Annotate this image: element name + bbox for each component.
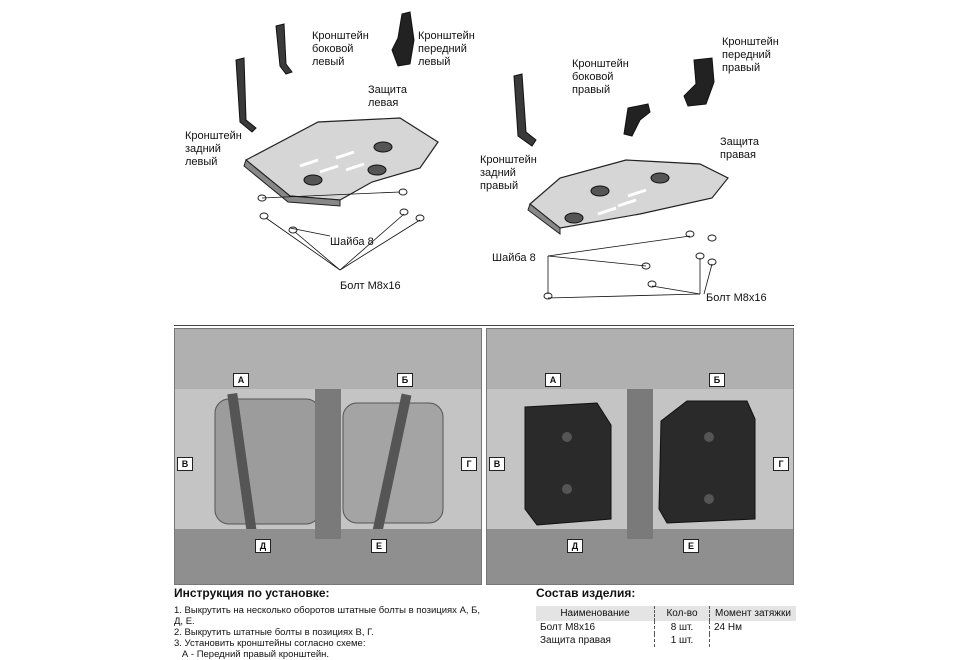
cell-qty: 1 шт. xyxy=(654,634,710,647)
parts-title: Состав изделия: xyxy=(536,586,636,600)
cell-name: Защита правая xyxy=(536,634,655,647)
cell-torque xyxy=(710,634,797,647)
leader-lines-left xyxy=(261,191,421,271)
marker-d-right: Д xyxy=(567,539,583,553)
bracket-front-left-drawing xyxy=(391,11,415,67)
marker-v-right: В xyxy=(489,457,505,471)
parts-table: Наименование Кол-во Момент затяжки Болт … xyxy=(536,606,796,647)
guard-left-drawing xyxy=(243,117,439,207)
bracket-front-right-drawing xyxy=(683,57,715,107)
marker-a-right: А xyxy=(545,373,561,387)
label-bracket-rear-right: Кронштейн задний правый xyxy=(480,154,537,192)
bracket-side-left-drawing xyxy=(275,23,293,75)
instruction-line: 3. Установить кронштейны согласно схеме: xyxy=(174,638,366,649)
bracket-side-right-drawing xyxy=(623,103,651,137)
label-bracket-rear-left: Кронштейн задний левый xyxy=(185,130,242,168)
table-row: Болт М8х16 8 шт. 24 Нм xyxy=(536,621,796,634)
fasteners-right-drawing xyxy=(543,230,717,300)
header-name: Наименование xyxy=(536,606,655,621)
label-washer-right: Шайба 8 xyxy=(492,252,536,264)
cell-name: Болт М8х16 xyxy=(536,621,655,634)
label-guard-right: Защита правая xyxy=(720,136,759,161)
cell-qty: 8 шт. xyxy=(654,621,710,634)
label-guard-left: Защита левая xyxy=(368,84,407,109)
bracket-rear-right-drawing xyxy=(513,73,537,147)
label-bracket-side-left: Кронштейн боковой левый xyxy=(312,30,369,68)
label-bracket-front-right: Кронштейн передний правый xyxy=(722,36,779,74)
instruction-line: А - Передний правый кронштейн. xyxy=(174,649,330,660)
table-row: Защита правая 1 шт. xyxy=(536,634,796,647)
underbody-after-drawing xyxy=(487,329,793,584)
exploded-diagram xyxy=(235,11,729,300)
marker-e-left: Е xyxy=(371,539,387,553)
instructions-title: Инструкция по установке: xyxy=(174,586,330,600)
marker-b-right: Б xyxy=(709,373,725,387)
parts-header-row: Наименование Кол-во Момент затяжки xyxy=(536,606,796,621)
parts-section: Состав изделия: Наименование Кол-во Моме… xyxy=(536,586,796,647)
marker-g-left: Г xyxy=(461,457,477,471)
label-bolt-right: Болт М8х16 xyxy=(706,292,767,304)
leader-lines-right xyxy=(547,235,713,299)
header-qty: Кол-во xyxy=(654,606,710,621)
marker-a-left: А xyxy=(233,373,249,387)
label-bracket-front-left: Кронштейн передний левый xyxy=(418,30,475,68)
marker-g-right: Г xyxy=(773,457,789,471)
label-bolt-left: Болт М8х16 xyxy=(340,280,401,292)
marker-d-left: Д xyxy=(255,539,271,553)
fasteners-left-drawing xyxy=(257,188,425,234)
underbody-before-drawing xyxy=(175,329,481,584)
instruction-line: 1. Выкрутить на несколько оборотов штатн… xyxy=(174,605,481,627)
header-torque: Момент затяжки xyxy=(709,606,796,621)
bracket-rear-left-drawing xyxy=(235,57,257,133)
marker-v-left: В xyxy=(177,457,193,471)
instruction-line: 2. Выкрутить штатные болты в позициях В,… xyxy=(174,627,374,638)
guard-right-drawing xyxy=(527,159,729,235)
photo-before-install: А Б В Г Д Е xyxy=(174,328,482,585)
cell-torque: 24 Нм xyxy=(714,622,742,633)
label-bracket-side-right: Кронштейн боковой правый xyxy=(572,58,629,96)
label-washer-left: Шайба 8 xyxy=(330,236,374,248)
section-divider xyxy=(174,325,794,326)
photo-after-install: А Б В Г Д Е xyxy=(486,328,794,585)
marker-b-left: Б xyxy=(397,373,413,387)
instructions: Инструкция по установке: 1. Выкрутить на… xyxy=(174,586,484,660)
marker-e-right: Е xyxy=(683,539,699,553)
